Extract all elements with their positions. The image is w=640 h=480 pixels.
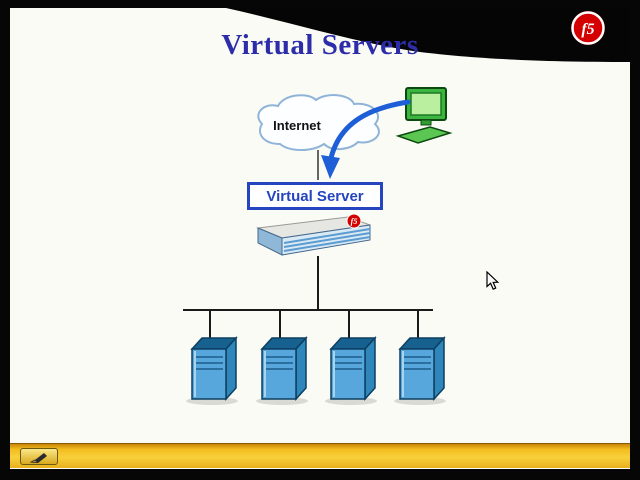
- presenter-toolbar: [10, 443, 630, 468]
- server-tower: [394, 336, 446, 405]
- internet-label: Internet: [273, 118, 321, 133]
- server-tower: [325, 336, 377, 405]
- mouse-cursor-icon: [486, 271, 500, 290]
- virtual-server-box: Virtual Server: [247, 182, 383, 210]
- f5-logo-text: f5: [581, 21, 594, 38]
- server-tower: [256, 336, 308, 405]
- swoosh-decoration: [226, 8, 630, 62]
- presentation-slide: Virtual Servers f5 Internet: [10, 8, 630, 469]
- virtual-server-label: Virtual Server: [266, 187, 364, 205]
- f5-logo-icon: f5: [571, 11, 605, 45]
- appliance-f5-badge: f5: [351, 217, 358, 226]
- bigip-appliance-icon: f5: [256, 213, 371, 256]
- server-tower: [186, 336, 238, 405]
- pencil-icon: [29, 452, 47, 463]
- client-computer-icon: [395, 87, 453, 144]
- annotation-pen-button[interactable]: [20, 448, 58, 465]
- slide-title: Virtual Servers: [221, 29, 419, 61]
